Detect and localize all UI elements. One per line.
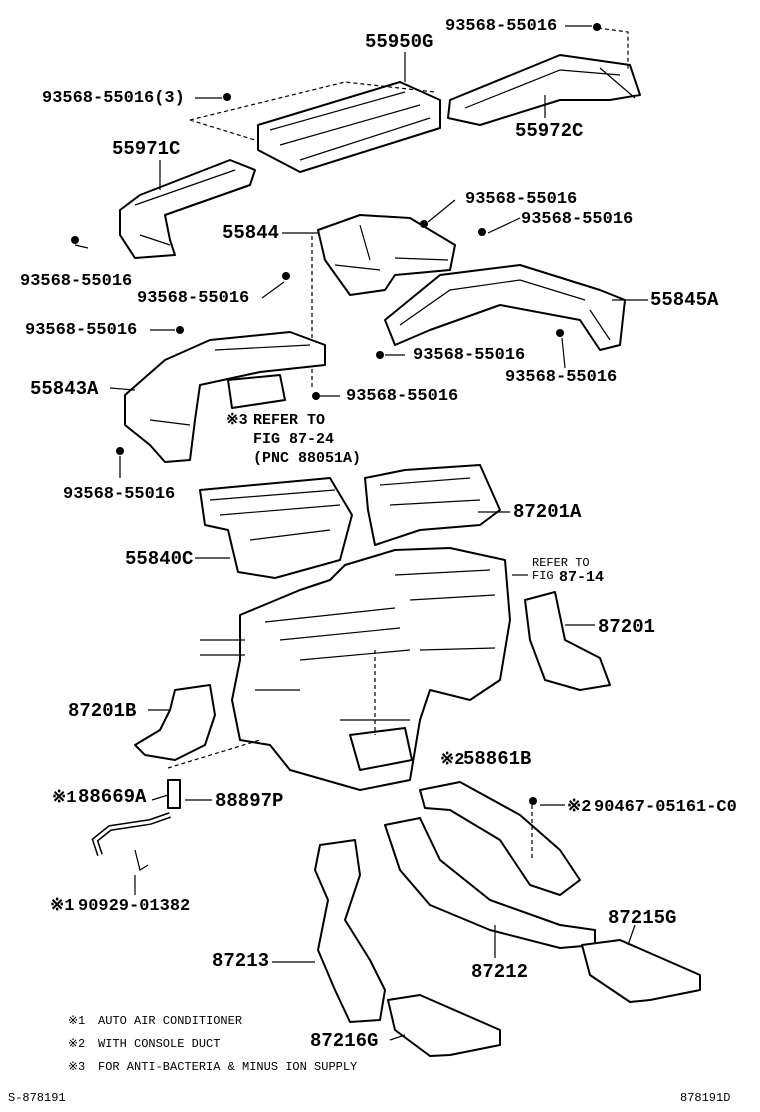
- label-87201: 87201: [598, 616, 656, 638]
- label-88897p: 88897P: [215, 790, 284, 812]
- label-55972c: 55972C: [515, 120, 584, 142]
- duct-87201: [524, 591, 611, 691]
- duct-87201b: [134, 684, 216, 761]
- left-lower-duct-55843a: [124, 331, 326, 463]
- screws: [71, 23, 601, 805]
- label-87215g: 87215G: [608, 907, 677, 929]
- left-duct-55971c: [119, 159, 256, 259]
- label-90467: 90467-05161-C0: [594, 798, 737, 817]
- label-55971c: 55971C: [112, 138, 181, 160]
- label-90929: 90929-01382: [78, 897, 191, 916]
- legend-text-2: WITH CONSOLE DUCT: [98, 1037, 221, 1051]
- ref-8714-line2: FIG: [532, 569, 554, 583]
- label-screw-h: 93568-55016: [346, 387, 459, 406]
- right-lower-duct-55845a: [384, 264, 626, 351]
- register-55840c: [199, 477, 353, 579]
- label-screw-f: 93568-55016: [413, 346, 526, 365]
- label-screw-3: 93568-55016(3): [42, 89, 185, 108]
- ref-8724-line1: REFER TO: [253, 412, 326, 429]
- label-87201b: 87201B: [68, 700, 137, 722]
- legend-mark-2: ※2: [68, 1037, 86, 1051]
- duct-87213: [314, 839, 386, 1023]
- footer-left-code: S-878191: [8, 1091, 66, 1105]
- duct-87216g: [387, 994, 501, 1057]
- label-screw-d: 93568-55016: [137, 289, 250, 308]
- hose-88669a: [91, 779, 181, 871]
- mark-1-90929: ※1: [50, 897, 75, 916]
- label-screw-c: 93568-55016: [20, 272, 133, 291]
- label-screw-b: 93568-55016: [521, 210, 634, 229]
- label-55845a: 55845A: [650, 289, 719, 311]
- label-87216g: 87216G: [310, 1030, 379, 1052]
- ref-mark-3: ※3: [226, 412, 248, 429]
- mark-2-58861b: ※2: [440, 751, 465, 770]
- center-lower-duct-55844: [311, 214, 456, 390]
- duct-87212: [384, 817, 596, 949]
- label-screw-e: 93568-55016: [25, 321, 138, 340]
- legend-mark-1: ※1: [68, 1014, 86, 1028]
- legend-text-1: AUTO AIR CONDITIONER: [98, 1014, 243, 1028]
- ref-8714-fig: 87-14: [559, 569, 605, 586]
- label-screw-top-right: 93568-55016: [445, 17, 558, 36]
- label-88669a: 88669A: [78, 786, 147, 808]
- ref-8714-line1: REFER TO: [532, 556, 590, 570]
- label-screw-a: 93568-55016: [465, 190, 578, 209]
- label-87201a: 87201A: [513, 501, 582, 523]
- legend-text-3: FOR ANTI-BACTERIA & MINUS ION SUPPLY: [98, 1060, 358, 1074]
- label-87212: 87212: [471, 961, 529, 983]
- mark-1-88669a: ※1: [52, 789, 77, 808]
- label-screw-g: 93568-55016: [505, 368, 618, 387]
- label-screw-i: 93568-55016: [63, 485, 176, 504]
- legend-mark-3: ※3: [68, 1060, 86, 1074]
- label-87213: 87213: [212, 950, 270, 972]
- label-55844: 55844: [222, 222, 280, 244]
- footer-right-code: 878191D: [680, 1091, 731, 1105]
- console-duct-58861b: [419, 781, 581, 896]
- label-55840c: 55840C: [125, 548, 194, 570]
- right-duct-55972c: [447, 27, 641, 126]
- mark-2-90467: ※2: [567, 798, 592, 817]
- heater-unit: [167, 547, 511, 791]
- label-58861b: 58861B: [463, 748, 532, 770]
- ref-8724-line2: FIG 87-24: [253, 431, 335, 448]
- ref-8724-line3: (PNC 88051A): [253, 450, 362, 467]
- leader-lines: [74, 25, 648, 1041]
- label-55843a: 55843A: [30, 378, 99, 400]
- center-duct-55950g: [189, 81, 441, 173]
- duct-87215g: [581, 939, 701, 1003]
- label-55950g: 55950G: [365, 31, 434, 53]
- air-inlet-87201a: [364, 464, 501, 546]
